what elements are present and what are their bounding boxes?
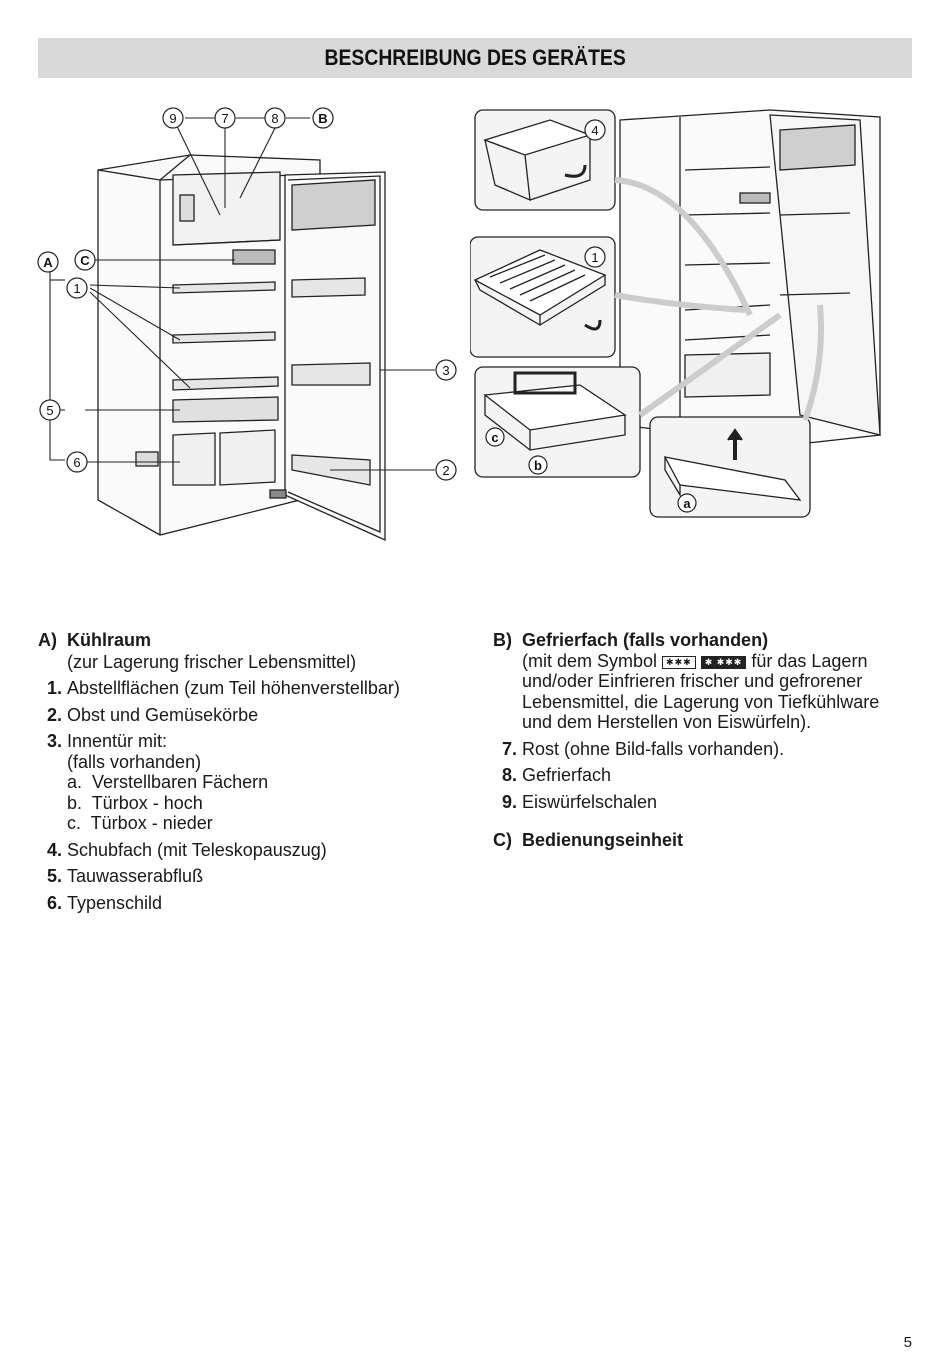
list-item: 5.Tauwasserabfluß	[46, 866, 204, 886]
callout-b-detail: b	[534, 458, 542, 473]
title-bar: BESCHREIBUNG DES GERÄTES	[38, 38, 912, 78]
callout-c: C	[80, 253, 90, 268]
callout-7: 7	[221, 111, 228, 126]
section-b-desc-post: für das Lagern	[751, 650, 868, 671]
section-c-title: Bedienungseinheit	[522, 830, 684, 850]
section-b: B) Gefrierfach (falls vorhanden) (mit de…	[493, 630, 913, 851]
callout-1-detail: 1	[591, 250, 598, 265]
three-star-symbol: ✱✱✱	[662, 655, 696, 669]
list-item: 9.Eiswürfelschalen	[501, 791, 658, 812]
fridge-diagram-right: 4 1 c b a	[470, 109, 881, 518]
section-b-label: B)	[493, 630, 512, 650]
section-a-subtitle: (zur Lagerung frischer Lebensmittel)	[67, 651, 357, 672]
section-a: A) Kühlraum (zur Lagerung frischer Leben…	[38, 630, 458, 919]
callout-2: 2	[442, 463, 449, 478]
callout-c-detail: c	[491, 430, 498, 445]
callout-9: 9	[169, 111, 176, 126]
list-subitem: c. Türbox - nieder	[67, 813, 213, 833]
callout-a-detail: a	[683, 496, 691, 511]
list-subitem: (falls vorhanden)	[67, 751, 202, 772]
list-item: 7.Rost (ohne Bild-falls vorhanden).	[501, 738, 785, 759]
list-item: 1.Abstellflächen (zum Teil höhenverstell…	[46, 678, 400, 698]
section-b-title: Gefrierfach (falls vorhanden)	[522, 630, 769, 650]
section-b-desc-pre: (mit dem Symbol	[522, 650, 658, 671]
list-item: 2.Obst und Gemüsekörbe	[46, 704, 259, 725]
callout-3: 3	[442, 363, 449, 378]
list-subitem: b. Türbox - hoch	[67, 792, 203, 813]
callout-5: 5	[46, 403, 53, 418]
callout-b: B	[318, 111, 327, 126]
list-item: 8.Gefrierfach	[501, 765, 612, 785]
callout-8: 8	[271, 111, 278, 126]
callout-4: 4	[591, 123, 598, 138]
page-title: BESCHREIBUNG DES GERÄTES	[324, 45, 626, 70]
callout-a: A	[43, 255, 53, 270]
section-a-title: Kühlraum	[67, 630, 152, 650]
list-subitem: a. Verstellbaren Fächern	[67, 772, 269, 792]
callout-1: 1	[73, 281, 80, 296]
section-c-label: C)	[493, 830, 512, 850]
list-item: 4.Schubfach (mit Teleskopauszug)	[46, 839, 327, 860]
callout-6: 6	[73, 455, 80, 470]
section-a-label: A)	[38, 630, 57, 650]
section-c: C) Bedienungseinheit	[493, 830, 913, 851]
list-item: 3.Innentür mit: (falls vorhanden) a. Ver…	[42, 731, 458, 834]
fridge-diagram-left: 9 7 8 B A C 1 3 5 2 6	[37, 107, 457, 542]
four-star-symbol: ✱ ✱✱✱	[700, 655, 747, 669]
page-number: 5	[903, 1334, 912, 1351]
list-item: 6.Typenschild	[46, 892, 163, 913]
